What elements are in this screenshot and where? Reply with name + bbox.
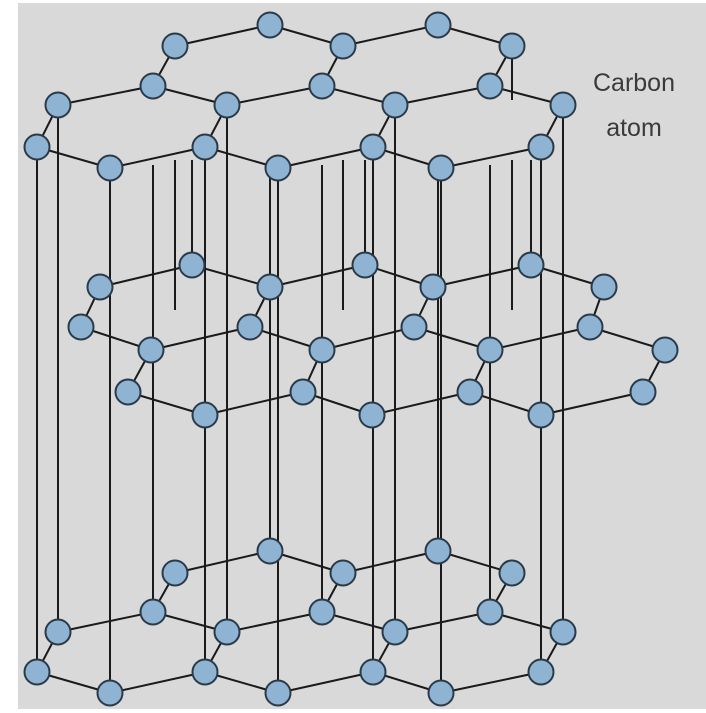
bottom-layer-carbon-atom	[549, 618, 577, 646]
top-layer-carbon-atom	[359, 133, 387, 161]
bottom-layer-carbon-atom	[424, 537, 452, 565]
middle-layer-bond	[489, 326, 591, 351]
bottom-layer-bond	[277, 671, 374, 694]
bottom-layer-carbon-atom	[329, 559, 357, 587]
bottom-layer-bond	[174, 550, 271, 574]
bottom-layer-carbon-atom	[44, 618, 72, 646]
top-layer-carbon-atom	[44, 91, 72, 119]
top-layer-bond	[57, 85, 154, 106]
carbon-atom-label-line1: Carbon	[593, 69, 675, 97]
middle-layer-carbon-atom	[256, 273, 284, 301]
middle-layer-carbon-atom	[358, 401, 386, 429]
bottom-layer-carbon-atom	[213, 618, 241, 646]
middle-layer-carbon-atom	[114, 378, 142, 406]
bottom-layer-bond	[394, 611, 491, 633]
middle-layer-carbon-atom	[67, 313, 95, 341]
middle-layer-carbon-atom	[178, 251, 206, 279]
middle-layer-carbon-atom	[456, 378, 484, 406]
bottom-layer-carbon-atom	[139, 598, 167, 626]
middle-layer-carbon-atom	[590, 273, 618, 301]
top-layer-carbon-atom	[213, 91, 241, 119]
middle-layer-carbon-atom	[351, 251, 379, 279]
top-layer-carbon-atom	[498, 32, 526, 60]
bottom-layer-carbon-atom	[359, 658, 387, 686]
top-layer-carbon-atom	[256, 11, 284, 39]
bottom-layer-bond	[440, 671, 542, 694]
middle-layer-carbon-atom	[86, 273, 114, 301]
middle-layer-bond	[371, 391, 471, 416]
top-layer-carbon-atom	[329, 32, 357, 60]
middle-layer-carbon-atom	[419, 273, 447, 301]
middle-layer-carbon-atom	[289, 378, 317, 406]
bottom-layer-bond	[342, 550, 439, 574]
middle-layer-carbon-atom	[236, 313, 264, 341]
top-layer-carbon-atom	[23, 133, 51, 161]
middle-layer-bond	[540, 391, 644, 416]
top-layer-carbon-atom	[476, 72, 504, 100]
middle-layer-carbon-atom	[137, 336, 165, 364]
top-layer-carbon-atom	[427, 154, 455, 182]
bottom-layer-carbon-atom	[308, 598, 336, 626]
interlayer-bonds	[36, 46, 564, 693]
middle-layer-carbon-atom	[308, 336, 336, 364]
top-layer-bond	[394, 85, 491, 106]
carbon-atom-label-line2: atom	[606, 114, 662, 142]
middle-layer-carbon-atom	[400, 313, 428, 341]
middle-layer-bond	[321, 326, 415, 351]
middle-layer-carbon-atom	[517, 251, 545, 279]
top-layer-carbon-atom	[191, 133, 219, 161]
middle-layer-bond	[204, 391, 304, 416]
bottom-layer-carbon-atom	[381, 618, 409, 646]
middle-layer-carbon-atom	[629, 378, 657, 406]
figure-background	[18, 3, 706, 709]
middle-layer-carbon-atom	[527, 401, 555, 429]
top-layer-carbon-atom	[549, 91, 577, 119]
top-layer-carbon-atom	[308, 72, 336, 100]
bottom-layer-bond	[57, 611, 154, 633]
top-layer-bond	[440, 146, 542, 169]
bottom-layer-bond	[109, 671, 206, 694]
middle-layer-bond	[150, 326, 251, 351]
middle-layer-bond	[191, 264, 271, 288]
bottom-layer-carbon-atom	[427, 679, 455, 707]
top-layer-bond	[277, 146, 374, 169]
middle-layer-carbon-atom	[651, 336, 679, 364]
bottom-layer-carbon-atom	[23, 658, 51, 686]
in-plane-bonds	[36, 24, 666, 694]
bottom-layer-carbon-atom	[476, 598, 504, 626]
top-layer-carbon-atom	[96, 154, 124, 182]
top-layer-carbon-atom	[424, 11, 452, 39]
bottom-layer-carbon-atom	[264, 679, 292, 707]
top-layer-carbon-atom	[161, 32, 189, 60]
bottom-layer-carbon-atom	[256, 537, 284, 565]
bottom-layer-carbon-atom	[191, 658, 219, 686]
middle-layer-carbon-atom	[476, 336, 504, 364]
top-layer-carbon-atom	[381, 91, 409, 119]
top-layer-bond	[342, 24, 439, 47]
top-layer-carbon-atom	[264, 154, 292, 182]
bottom-layer-carbon-atom	[498, 559, 526, 587]
bottom-layer-bond	[226, 611, 323, 633]
top-layer-bond	[226, 85, 323, 106]
middle-layer-bond	[269, 264, 366, 288]
middle-layer-bond	[99, 264, 193, 288]
top-layer-bond	[174, 24, 271, 47]
carbon-atoms	[23, 11, 679, 707]
top-layer-carbon-atom	[527, 133, 555, 161]
top-layer-carbon-atom	[139, 72, 167, 100]
top-layer-bond	[109, 146, 206, 169]
middle-layer-carbon-atom	[191, 401, 219, 429]
middle-layer-carbon-atom	[576, 313, 604, 341]
bottom-layer-carbon-atom	[161, 559, 189, 587]
bottom-layer-carbon-atom	[527, 658, 555, 686]
bottom-layer-carbon-atom	[96, 679, 124, 707]
middle-layer-bond	[432, 264, 532, 288]
